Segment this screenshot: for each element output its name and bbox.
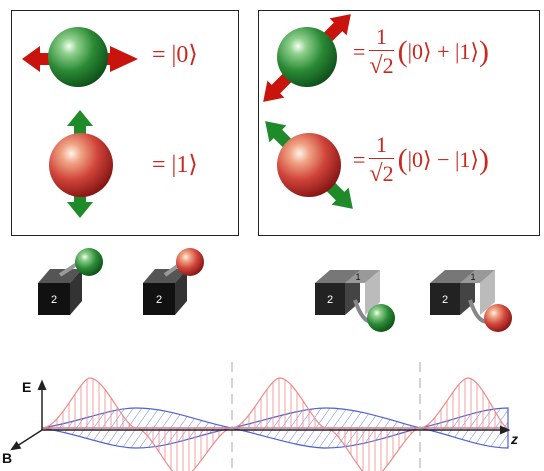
b-axis (10, 429, 43, 451)
minus-close-paren: ) (478, 143, 489, 176)
box-c-front-label: 2 (327, 294, 333, 306)
e-axis-label: E (22, 379, 31, 395)
single-filter-box-a: 2 (38, 248, 103, 315)
minus-denominator: √2 (369, 158, 394, 187)
plus-close-paren: ) (478, 35, 489, 68)
vertical-photon-icon (49, 110, 113, 218)
double-filter-box-a: 2 1 (315, 270, 395, 332)
horizontal-state-equation: = |0⟩ (152, 42, 198, 68)
plus-sqrt-symbol: √ (369, 53, 383, 79)
b-axis-label: B (2, 450, 12, 466)
plus-expression: |0⟩ + |1⟩ (407, 39, 479, 64)
plus-open-paren: ( (397, 35, 408, 68)
double-filter-box-b: 2 1 (430, 270, 512, 332)
minus-equals: = (353, 147, 366, 172)
box-d-front-label: 2 (442, 294, 448, 306)
box-c-back-label: 1 (355, 272, 360, 282)
minus-expression: |0⟩ − |1⟩ (407, 147, 479, 172)
minus-numerator: 1 (376, 132, 387, 157)
plus-denominator: √2 (369, 50, 394, 79)
em-wave-diagram: E B z (2, 362, 518, 471)
plus-numerator: 1 (376, 24, 387, 49)
box-b-label: 2 (156, 294, 162, 306)
diagonal-plus-photon-icon (263, 14, 351, 102)
plus-root-value: 2 (382, 53, 394, 78)
minus-root-value: 2 (382, 161, 394, 186)
box-a-label: 2 (51, 294, 57, 306)
horizontal-photon-icon (22, 27, 138, 87)
basis-states-panel (11, 10, 239, 236)
diagonal-minus-photon-icon (265, 121, 353, 209)
single-filter-box-b: 2 (143, 248, 204, 315)
minus-sqrt-symbol: √ (369, 161, 383, 187)
diagonal-minus-equation: = 1 √2 ( |0⟩ − |1⟩ ) (353, 132, 489, 187)
minus-open-paren: ( (397, 143, 408, 176)
box-d-back-label: 1 (470, 272, 475, 282)
e-field-wave (41, 377, 509, 471)
plus-fraction: 1 √2 (369, 24, 394, 79)
plus-equals: = (353, 39, 366, 64)
z-axis-label: z (510, 431, 518, 447)
minus-fraction: 1 √2 (369, 132, 394, 187)
vertical-state-equation: = |1⟩ (152, 152, 198, 178)
diagonal-plus-equation: = 1 √2 ( |0⟩ + |1⟩ ) (353, 24, 489, 79)
